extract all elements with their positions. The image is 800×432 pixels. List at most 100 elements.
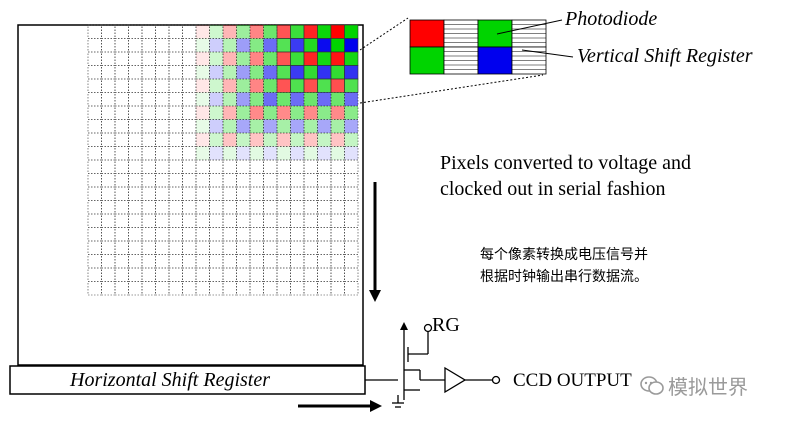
- horizontal-shift-register-label: Horizontal Shift Register: [70, 369, 270, 391]
- pixel-cell: [263, 281, 278, 296]
- pixel-cell: [317, 254, 332, 269]
- pixel-cell: [101, 254, 116, 269]
- pixel-cell: [330, 119, 345, 134]
- pixel-cell: [303, 267, 318, 282]
- pixel-cell: [290, 186, 305, 201]
- pixel-cell: [249, 240, 264, 255]
- pixel-cell: [263, 254, 278, 269]
- pixel-cell: [263, 186, 278, 201]
- pixel-cell: [141, 213, 156, 228]
- pixel-cell: [114, 132, 129, 147]
- pixel-cell: [141, 227, 156, 242]
- pixel-cell: [276, 254, 291, 269]
- zoom-line-top: [359, 17, 409, 51]
- pixel-cell: [128, 78, 143, 93]
- pixel-cell: [128, 267, 143, 282]
- pixel-cell: [182, 92, 197, 107]
- pixel-cell: [222, 254, 237, 269]
- pixel-cell: [344, 119, 359, 134]
- pixel-cell: [290, 240, 305, 255]
- pixel-cell: [182, 227, 197, 242]
- vertical-shift-register-label: Vertical Shift Register: [577, 45, 753, 67]
- pixel-cell: [263, 267, 278, 282]
- pixel-cell: [182, 146, 197, 161]
- pixel-cell: [114, 281, 129, 296]
- pixel-cell: [236, 240, 251, 255]
- pixel-cell: [330, 254, 345, 269]
- pixel-cell: [155, 186, 170, 201]
- pixel-cell: [141, 38, 156, 53]
- pixel-cell: [276, 186, 291, 201]
- pixel-cell: [303, 132, 318, 147]
- pixel-cell: [182, 24, 197, 39]
- pixel-cell: [330, 65, 345, 80]
- pixel-cell: [155, 173, 170, 188]
- pixel-cell: [87, 227, 102, 242]
- pixel-cell: [141, 105, 156, 120]
- pixel-cell: [195, 159, 210, 174]
- pixel-cell: [276, 119, 291, 134]
- pixel-cell: [168, 240, 183, 255]
- pixel-cell: [155, 227, 170, 242]
- pixel-cell: [249, 254, 264, 269]
- pixel-cell: [114, 186, 129, 201]
- pixel-cell: [155, 281, 170, 296]
- pixel-cell: [317, 281, 332, 296]
- pixel-cell: [114, 146, 129, 161]
- pixel-cell: [276, 105, 291, 120]
- pixel-cell: [141, 281, 156, 296]
- pixel-cell: [195, 186, 210, 201]
- pixel-cell: [263, 105, 278, 120]
- pixel-cell: [249, 132, 264, 147]
- pixel-cell: [344, 200, 359, 215]
- pixel-cell: [168, 186, 183, 201]
- pixel-cell: [222, 38, 237, 53]
- pixel-cell: [87, 92, 102, 107]
- pixel-cell: [128, 240, 143, 255]
- pixel-cell: [87, 51, 102, 66]
- pixel-cell: [222, 186, 237, 201]
- pixel-cell: [276, 24, 291, 39]
- pixel-cell: [168, 132, 183, 147]
- pixel-cell: [303, 105, 318, 120]
- pixel-cell: [128, 186, 143, 201]
- pixel-cell: [330, 213, 345, 228]
- pixel-cell: [317, 186, 332, 201]
- pixel-cell: [303, 78, 318, 93]
- pixel-cell: [263, 38, 278, 53]
- pixel-cell: [155, 65, 170, 80]
- pixel-cell: [249, 200, 264, 215]
- pixel-cell: [290, 173, 305, 188]
- pixel-cell: [222, 51, 237, 66]
- pixel-cell: [155, 254, 170, 269]
- pixel-cell: [317, 267, 332, 282]
- pixel-cell: [155, 92, 170, 107]
- caption-chinese-line-2: 根据时钟输出串行数据流。: [480, 269, 648, 285]
- pixel-cell: [128, 51, 143, 66]
- pixel-cell: [317, 24, 332, 39]
- pixel-cell: [209, 213, 224, 228]
- pixel-cell: [195, 146, 210, 161]
- pixel-cell: [128, 227, 143, 242]
- pixel-cell: [303, 173, 318, 188]
- pixel-cell: [330, 159, 345, 174]
- pixel-cell: [317, 227, 332, 242]
- pixel-cell: [290, 254, 305, 269]
- pixel-cell: [222, 159, 237, 174]
- pixel-cell: [290, 65, 305, 80]
- pixel-cell: [182, 51, 197, 66]
- pixel-cell: [114, 24, 129, 39]
- pixel-cell: [141, 92, 156, 107]
- pixel-cell: [195, 267, 210, 282]
- pixel-cell: [141, 78, 156, 93]
- pixel-cell: [87, 159, 102, 174]
- pixel-cell: [209, 254, 224, 269]
- pixel-cell: [263, 51, 278, 66]
- pixel-cell: [249, 38, 264, 53]
- pixel-cell: [195, 51, 210, 66]
- pixel-cell: [330, 51, 345, 66]
- pixel-cell: [344, 51, 359, 66]
- wechat-icon: [640, 375, 664, 395]
- pixel-cell: [101, 159, 116, 174]
